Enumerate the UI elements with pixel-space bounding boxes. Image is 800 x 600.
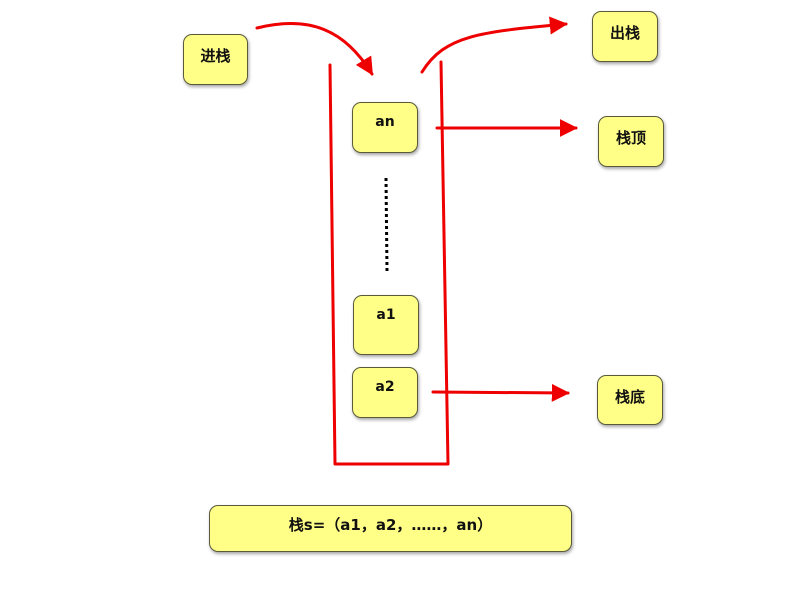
top-label-box: 栈顶 <box>598 116 664 167</box>
push-label: 进栈 <box>200 47 231 65</box>
stack-element-a2: a2 <box>352 367 418 418</box>
pop-label: 出栈 <box>609 24 640 42</box>
stack-definition-box: 栈s=（a1，a2，……，an） <box>209 505 572 552</box>
stack-definition: 栈s=（a1，a2，……，an） <box>288 516 493 534</box>
element-label-an: an <box>375 114 395 130</box>
bottom-label-box: 栈底 <box>597 375 663 425</box>
bottom-pointer-arrow <box>431 383 570 402</box>
element-label-a2: a2 <box>375 379 395 395</box>
stack-element-an: an <box>352 102 418 153</box>
push-arrow <box>255 21 374 76</box>
stack-element-a1: a1 <box>353 295 419 355</box>
stack-container <box>328 60 450 466</box>
element-label-a1: a1 <box>376 307 396 323</box>
top-label: 栈顶 <box>615 129 646 147</box>
ellipsis-dots <box>384 177 389 272</box>
pop-arrow <box>420 16 568 74</box>
push-label-box: 进栈 <box>183 34 248 85</box>
bottom-label: 栈底 <box>614 388 645 406</box>
pop-label-box: 出栈 <box>592 11 658 62</box>
